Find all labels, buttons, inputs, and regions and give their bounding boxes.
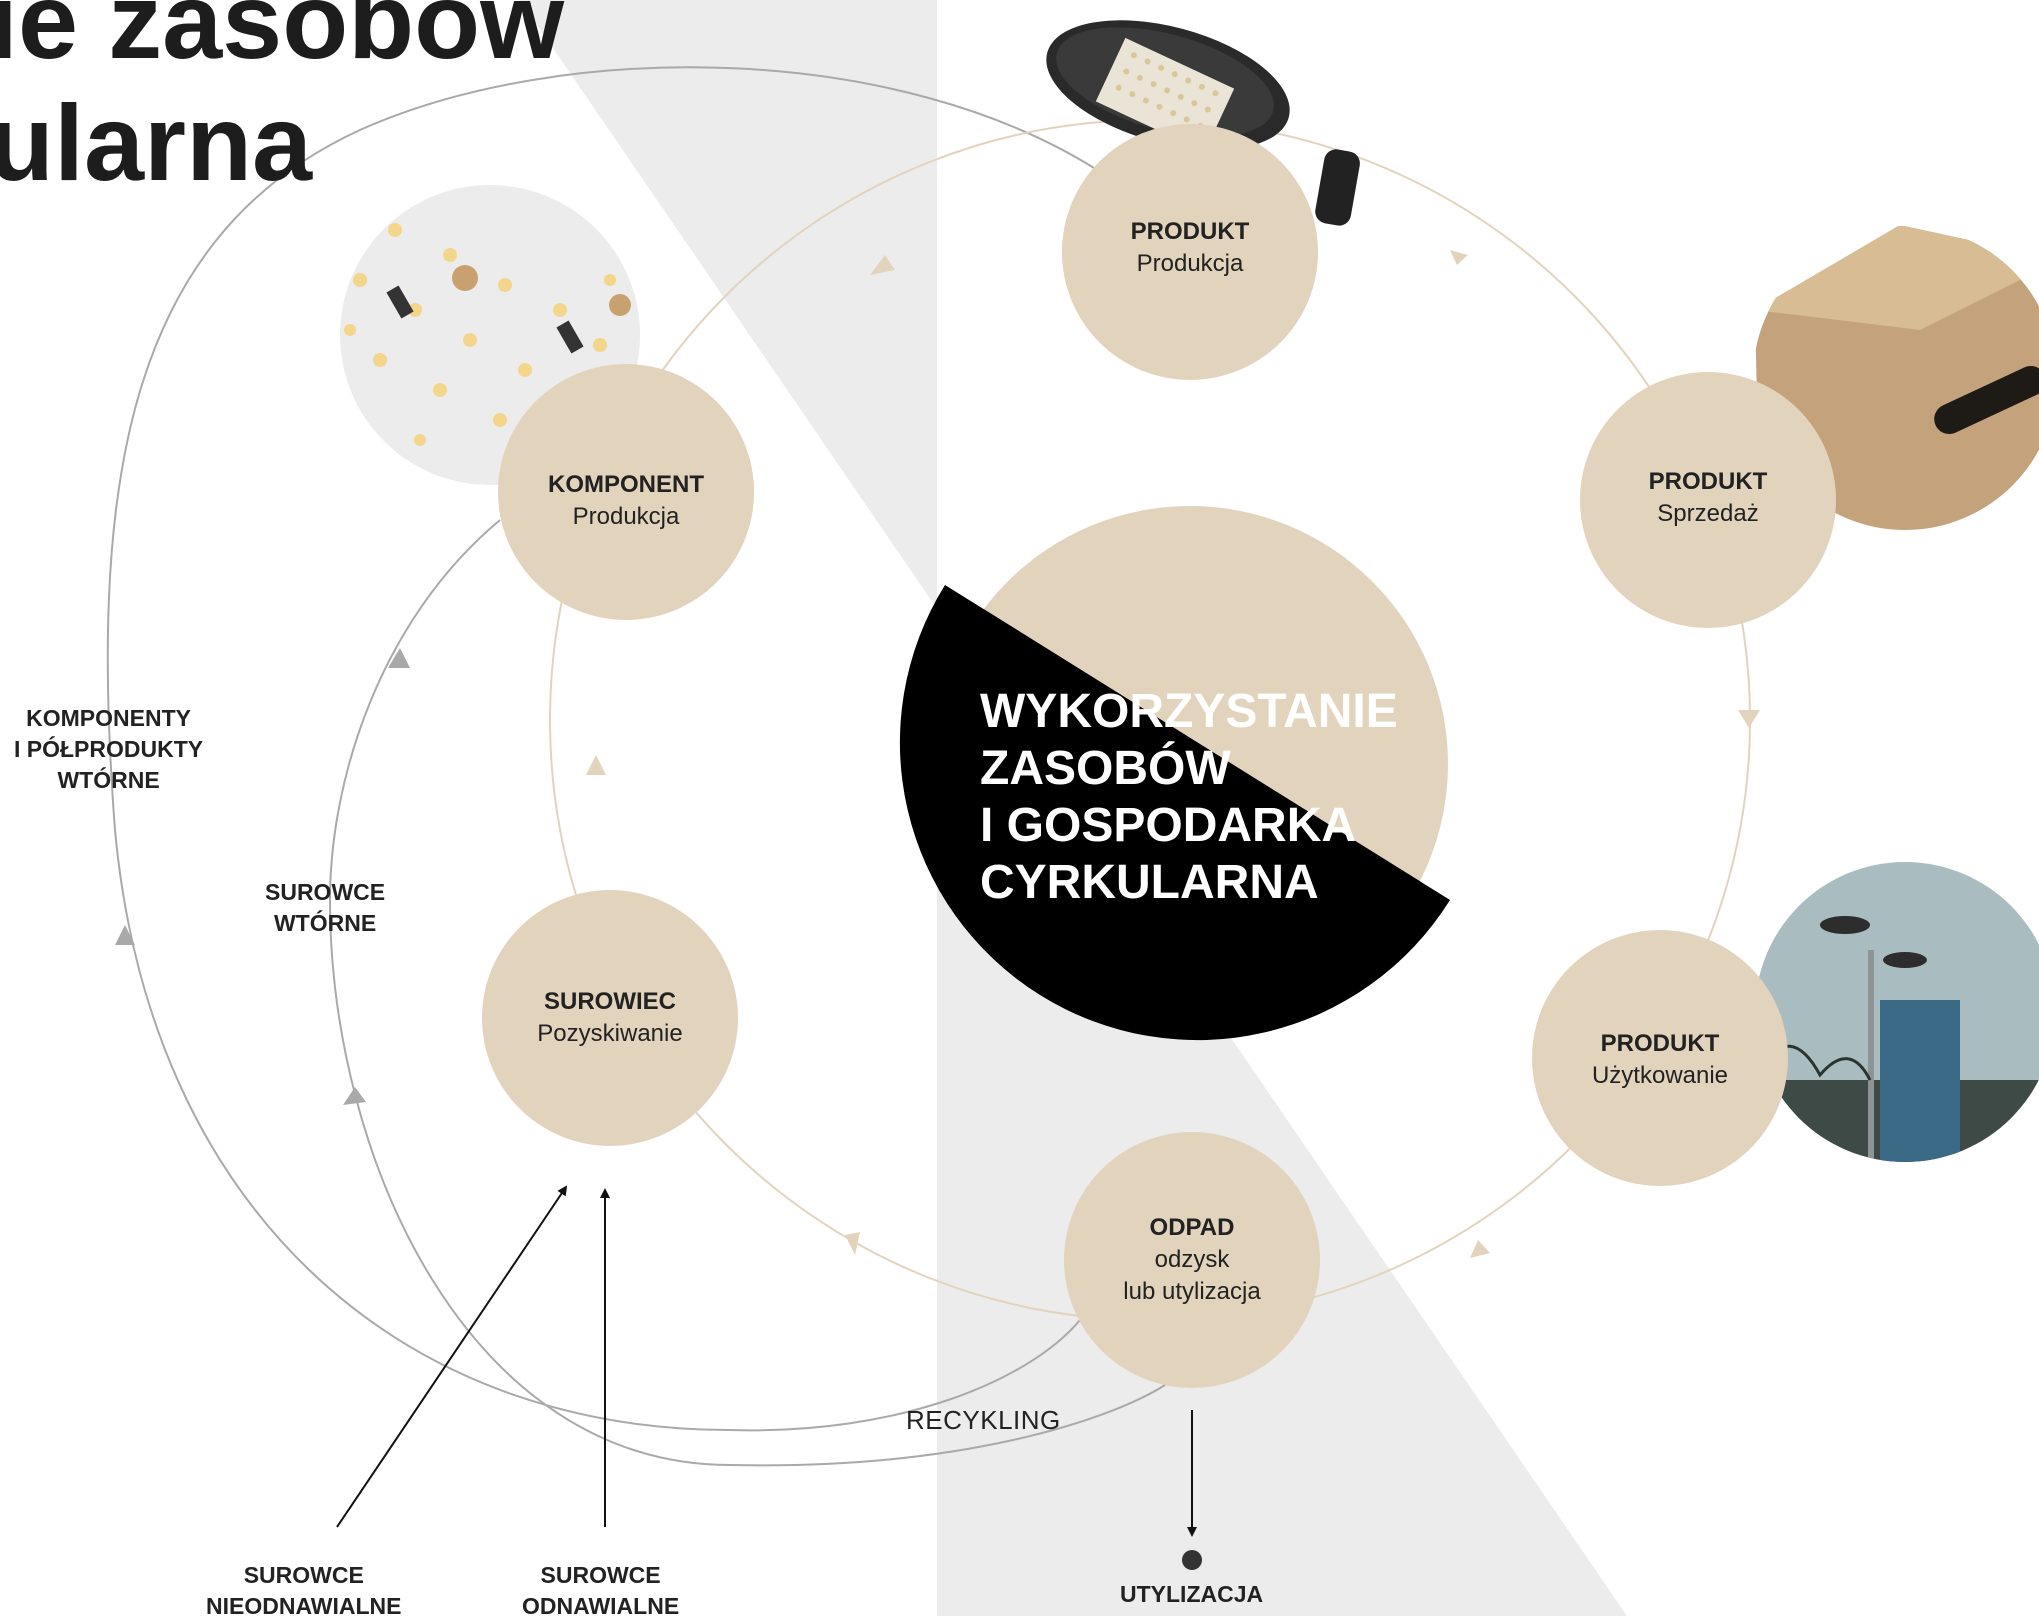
center-black-extension bbox=[899, 585, 1450, 1041]
node-circle-surowiec bbox=[482, 890, 738, 1146]
cycle-arrow-1 bbox=[870, 255, 895, 275]
node-title: SUROWIEC bbox=[544, 988, 676, 1015]
label-line: NIEODNAWIALNE bbox=[206, 1593, 402, 1619]
label-line: KOMPONENTY bbox=[26, 705, 191, 731]
arrow-surowce-nieodnawialne bbox=[336, 1185, 568, 1528]
utylizacja-dot bbox=[1182, 1550, 1202, 1570]
node-title: ODPAD bbox=[1149, 1214, 1235, 1241]
arrow-head-outer-1 bbox=[115, 925, 135, 945]
node-circle-odpad bbox=[1064, 1132, 1320, 1388]
label-line: WTÓRNE bbox=[57, 767, 160, 793]
label-komponenty-wtorne: KOMPONENTY I PÓŁPRODUKTY WTÓRNE bbox=[14, 703, 203, 796]
label-surowce-wtorne: SUROWCE WTÓRNE bbox=[265, 877, 385, 939]
node-label-komponent: KOMPONENT Produkcja bbox=[506, 469, 746, 533]
node-circle-produkt-sprzedaz bbox=[1580, 372, 1836, 628]
node-circle-komponent bbox=[498, 364, 754, 620]
node-title: KOMPONENT bbox=[548, 471, 704, 498]
node-subtitle: Produkcja bbox=[572, 503, 680, 530]
label-line: UTYLIZACJA bbox=[1120, 1581, 1264, 1607]
cycle-arrow-2 bbox=[1450, 250, 1468, 265]
cycle-arrow-3 bbox=[1738, 710, 1760, 728]
page-title-line-1: ie zasobów bbox=[0, 0, 565, 81]
node-circle-produkt-produkcja bbox=[1062, 124, 1318, 380]
label-line: WTÓRNE bbox=[273, 910, 377, 936]
label-line: ODNAWIALNE bbox=[522, 1593, 680, 1619]
center-title-line-3: I GOSPODARKA bbox=[980, 799, 1357, 852]
node-subtitle: Użytkowanie bbox=[1591, 1062, 1729, 1089]
label-utylizacja: UTYLIZACJA bbox=[1120, 1579, 1263, 1610]
outer-recycling-arc-materials bbox=[328, 519, 1166, 1467]
center-title-line-4: CYRKULARNA bbox=[980, 856, 1319, 909]
node-circle-produkt-uzytkowanie bbox=[1532, 930, 1788, 1186]
label-line: I PÓŁPRODUKTY bbox=[14, 736, 204, 762]
page-title: ie zasobów ularna bbox=[0, 0, 564, 204]
node-subtitle-2: lub utylizacja bbox=[1123, 1278, 1261, 1305]
node-label-odpad: ODPAD odzysk lub utylizacja bbox=[1072, 1212, 1312, 1308]
page-title-line-2: ularna bbox=[0, 82, 313, 203]
luminaire-photo bbox=[1046, 20, 1360, 226]
label-surowce-odnawialne: SUROWCE ODNAWIALNE bbox=[522, 1560, 679, 1622]
label-line: SUROWCE bbox=[540, 1562, 661, 1588]
cycle-arrow-5 bbox=[845, 1232, 860, 1255]
node-title: PRODUKT bbox=[1130, 218, 1250, 245]
cycle-arrow-4 bbox=[1470, 1240, 1490, 1258]
outer-recycling-arc-components bbox=[106, 66, 1106, 1432]
node-title: PRODUKT bbox=[1600, 1030, 1720, 1057]
label-line: SUROWCE bbox=[265, 879, 386, 905]
node-label-produkt-sprzedaz: PRODUKT Sprzedaż bbox=[1588, 466, 1828, 530]
arrow-head-outer-2 bbox=[388, 648, 410, 668]
label-recykling: RECYKLING bbox=[906, 1405, 1061, 1435]
node-subtitle: Produkcja bbox=[1136, 250, 1244, 277]
node-subtitle: Sprzedaż bbox=[1657, 500, 1759, 527]
center-title-line-1: WYKORZYSTANIE bbox=[980, 685, 1398, 738]
center-title-line-2: ZASOBÓW bbox=[980, 742, 1231, 795]
label-surowce-nieodnawialne: SUROWCE NIEODNAWIALNE bbox=[206, 1560, 402, 1622]
node-subtitle: odzysk bbox=[1154, 1246, 1230, 1273]
node-label-produkt-uzytkowanie: PRODUKT Użytkowanie bbox=[1540, 1028, 1780, 1092]
arrow-head-outer-3 bbox=[343, 1087, 366, 1105]
node-subtitle: Pozyskiwanie bbox=[537, 1020, 683, 1047]
street-lamp-photo bbox=[1755, 862, 2039, 1162]
node-label-surowiec: SUROWIEC Pozyskiwanie bbox=[490, 986, 730, 1050]
node-title: PRODUKT bbox=[1648, 468, 1768, 495]
cycle-arrow-6 bbox=[586, 755, 606, 775]
node-label-produkt-produkcja: PRODUKT Produkcja bbox=[1070, 216, 1310, 280]
label-line: SUROWCE bbox=[243, 1562, 364, 1588]
center-title: WYKORZYSTANIE ZASOBÓW I GOSPODARKA CYRKU… bbox=[980, 683, 1398, 911]
